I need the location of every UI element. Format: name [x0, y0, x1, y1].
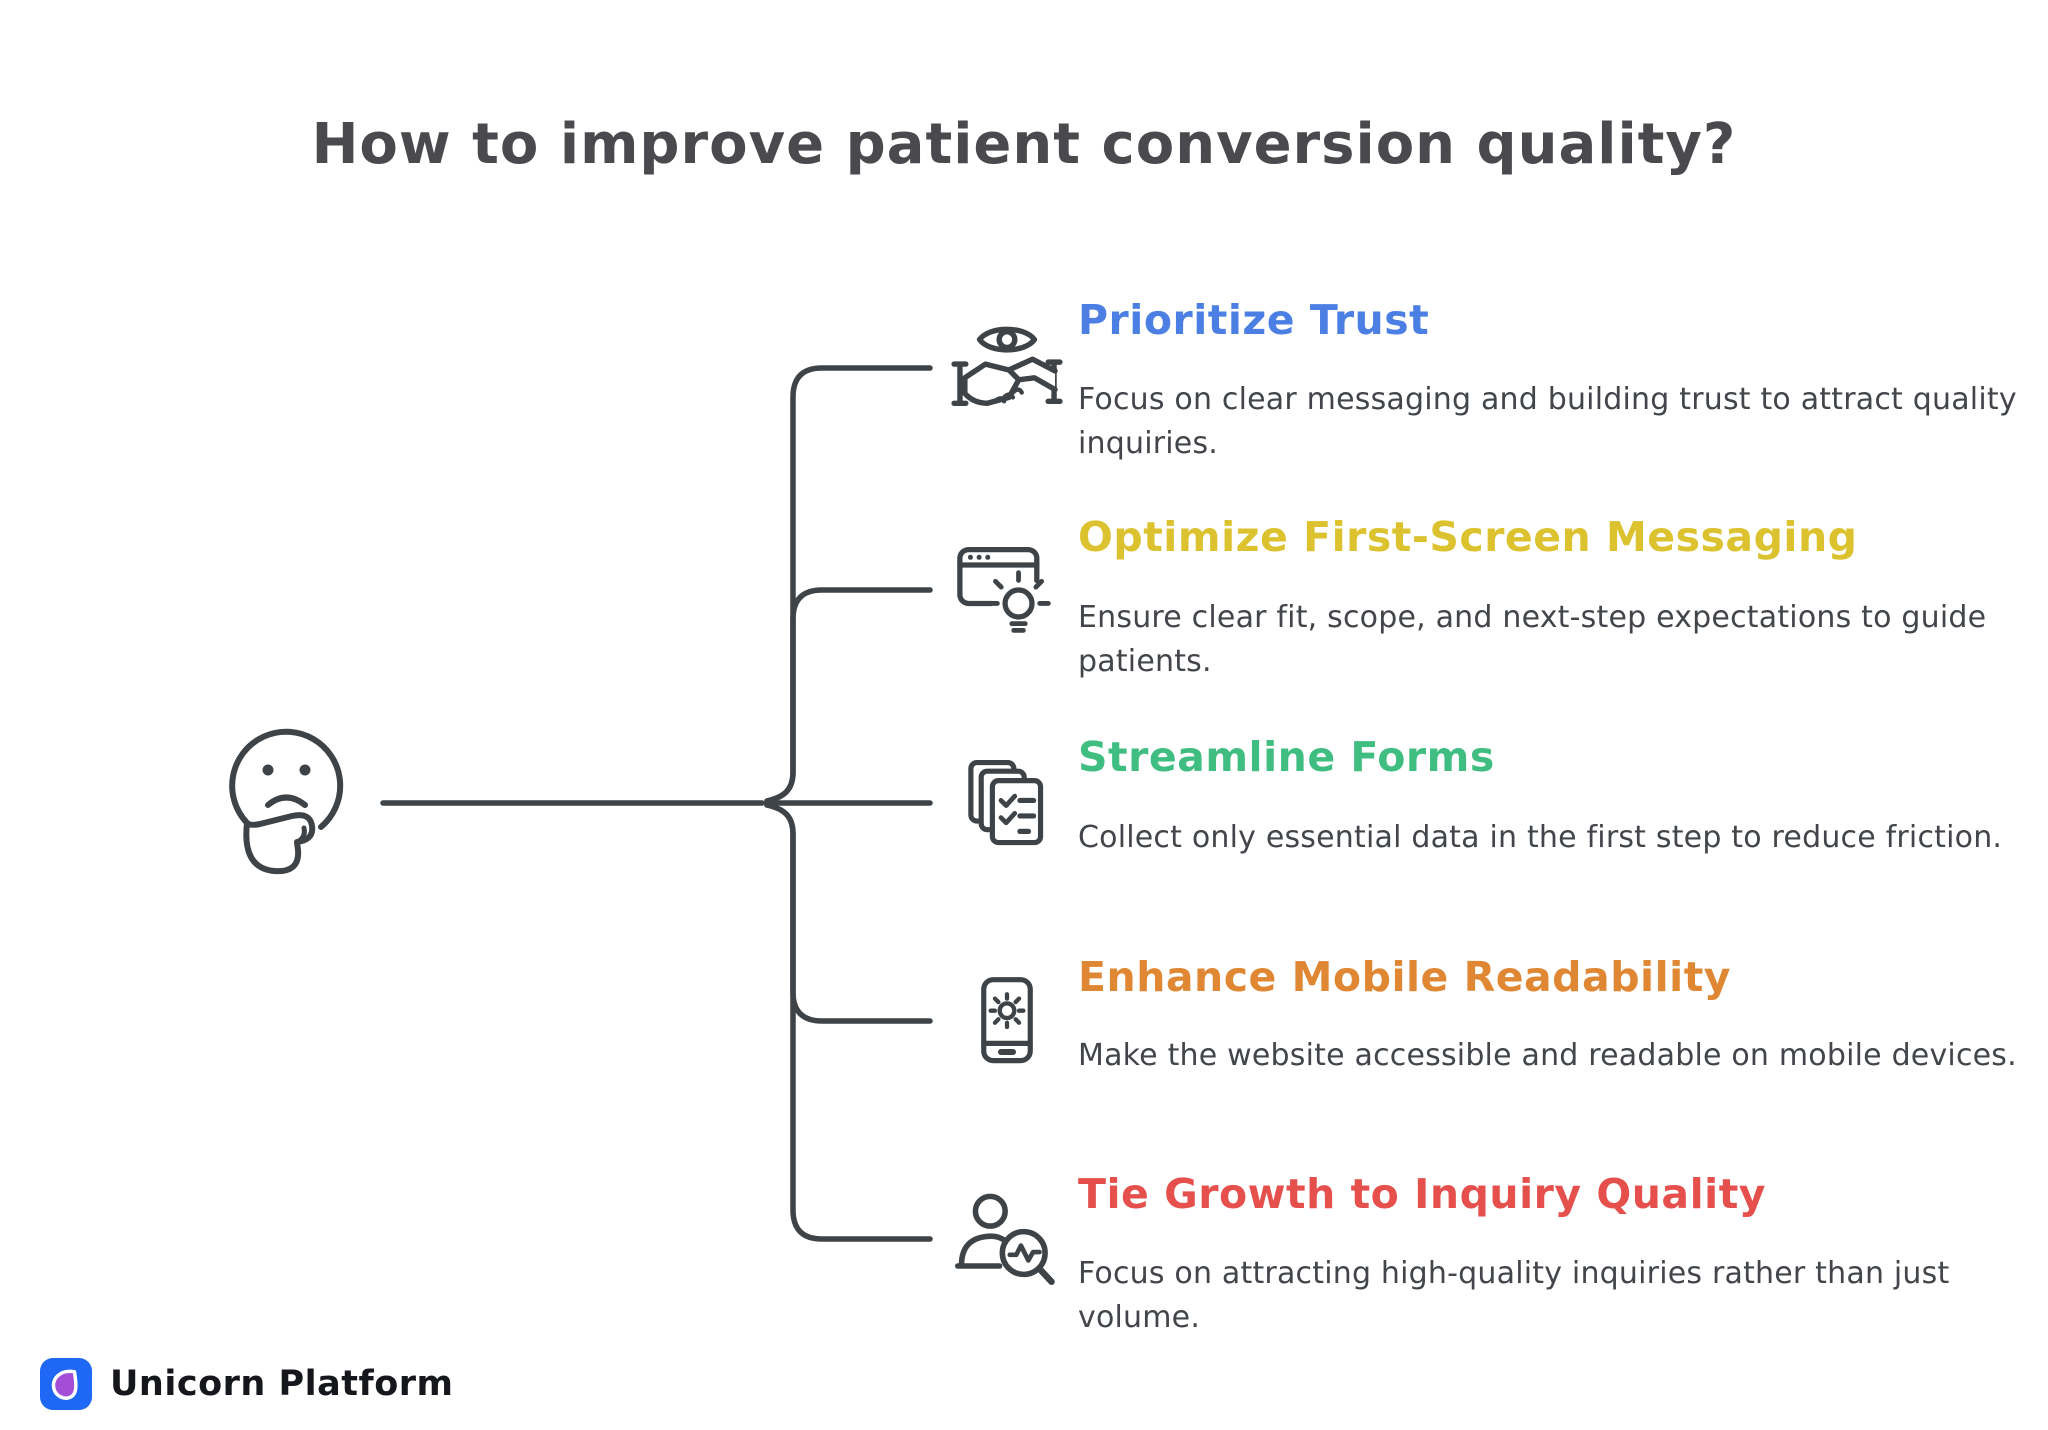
thumb-detail — [294, 825, 307, 845]
branch-5 — [764, 802, 933, 1242]
brand-name: Unicorn Platform — [110, 1364, 454, 1404]
item-title-first-screen: Optimize First-Screen Messaging — [1078, 513, 1858, 561]
person-analytics-icon — [948, 1189, 1066, 1291]
item-title-mobile-readability: Enhance Mobile Readability — [1078, 953, 1732, 1001]
fist-hand — [243, 812, 316, 875]
branch-2 — [764, 587, 933, 804]
item-description: Focus on clear messaging and building tr… — [1078, 382, 2017, 461]
stacked-forms-icon — [948, 753, 1066, 853]
item-description: Focus on attracting high-quality inquiri… — [1078, 1256, 1950, 1335]
petal-icon — [51, 1369, 78, 1400]
item-description: Ensure clear fit, scope, and next-step e… — [1078, 600, 1987, 679]
unicorn-platform-logo-icon — [40, 1358, 92, 1410]
item-title-streamline-forms: Streamline Forms — [1078, 733, 1495, 781]
brand-logo: Unicorn Platform — [40, 1358, 454, 1410]
left-eye — [262, 764, 274, 776]
item-description: Collect only essential data in the first… — [1078, 820, 2003, 855]
thinking-face-icon — [222, 726, 352, 876]
right-eye — [299, 764, 311, 776]
frown-mouth — [265, 794, 308, 808]
browser-lightbulb-icon — [948, 540, 1066, 640]
item-description: Make the website accessible and readable… — [1078, 1038, 2017, 1073]
item-title-prioritize-trust: Prioritize Trust — [1078, 296, 1430, 344]
page-title: How to improve patient conversion qualit… — [311, 112, 1737, 177]
phone-brightness-icon — [948, 971, 1066, 1071]
eye-handshake-icon — [948, 318, 1066, 418]
item-title-inquiry-quality: Tie Growth to Inquiry Quality — [1078, 1170, 1767, 1218]
